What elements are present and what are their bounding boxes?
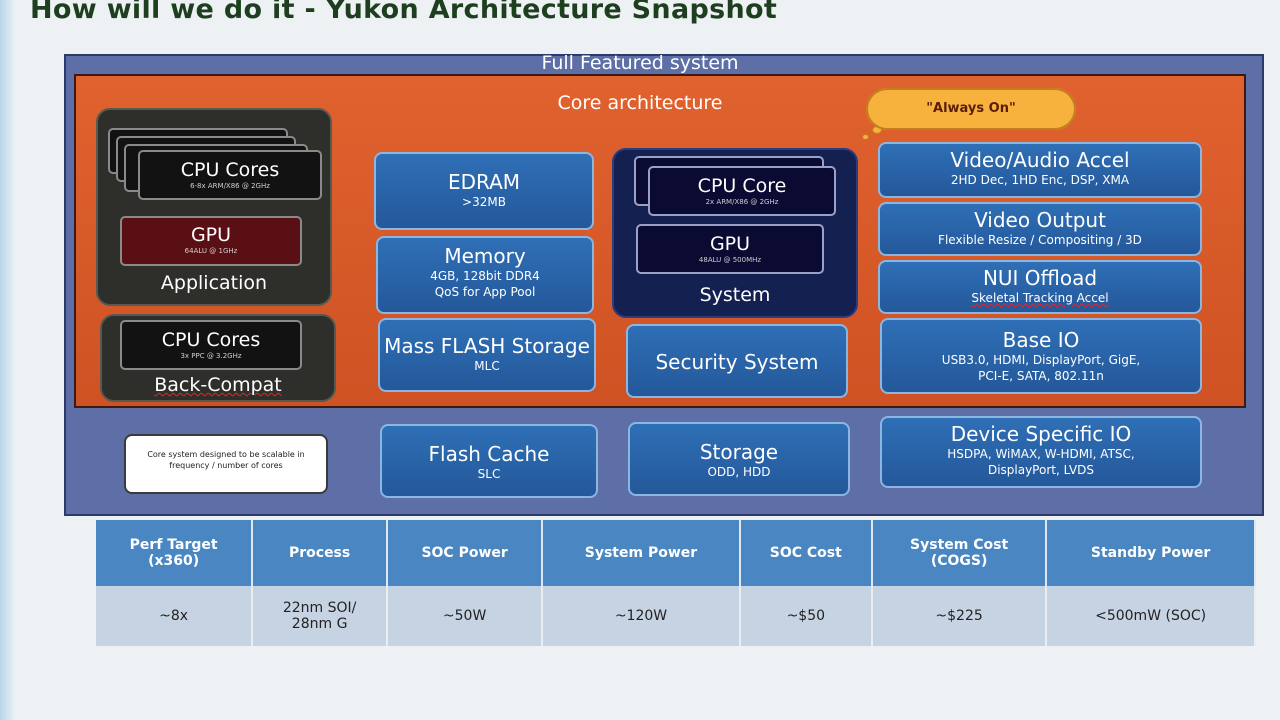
page-title: How will we do it - Yukon Architecture S… xyxy=(30,0,778,25)
back-compat-cpu-spec: 3x PPC @ 3.2GHz xyxy=(180,352,242,360)
value-system-cost: ~$225 xyxy=(871,586,1048,646)
header-process: Process xyxy=(252,520,388,586)
memory-spec-1: 4GB, 128bit DDR4 xyxy=(430,269,540,283)
application-gpu-spec: 64ALU @ 1GHz xyxy=(184,247,238,255)
nui-offload-block: NUI Offload Skeletal Tracking Accel xyxy=(878,260,1202,314)
edram-block: EDRAM >32MB xyxy=(374,152,594,230)
value-system-power: ~120W xyxy=(542,586,741,646)
system-cpu-chip: CPU Core 2x ARM/X86 @ 2GHz xyxy=(648,166,836,216)
system-cpu-title: CPU Core xyxy=(697,175,787,197)
flash-cache-spec: SLC xyxy=(477,467,501,481)
system-gpu-spec: 48ALU @ 500MHz xyxy=(698,256,762,264)
device-specific-io-block: Device Specific IO HSDPA, WiMAX, W-HDMI,… xyxy=(880,416,1202,488)
edram-title: EDRAM xyxy=(447,170,521,194)
device-specific-io-spec-2: DisplayPort, LVDS xyxy=(987,463,1095,477)
bubble-dot xyxy=(862,134,869,140)
memory-block: Memory 4GB, 128bit DDR4 QoS for App Pool xyxy=(376,236,594,314)
spec-table-header-row: Perf Target(x360) Process SOC Power Syst… xyxy=(96,520,1256,586)
spec-table-value-row: ~8x 22nm SOI/28nm G ~50W ~120W ~$50 ~$22… xyxy=(96,586,1256,646)
back-compat-label: Back-Compat xyxy=(154,374,282,396)
system-gpu-chip: GPU 48ALU @ 500MHz xyxy=(636,224,824,274)
header-system-power: System Power xyxy=(542,520,741,586)
always-on-bubble: "Always On" xyxy=(866,88,1076,130)
application-label: Application xyxy=(160,272,268,294)
mass-flash-spec: MLC xyxy=(474,359,500,373)
scalability-note: Core system designed to be scalable in f… xyxy=(124,434,328,494)
value-soc-power: ~50W xyxy=(386,586,544,646)
mass-flash-block: Mass FLASH Storage MLC xyxy=(378,318,596,392)
device-specific-io-title: Device Specific IO xyxy=(950,422,1132,446)
system-gpu-title: GPU xyxy=(709,233,751,255)
core-architecture-label: Core architecture xyxy=(557,92,723,114)
memory-spec-2: QoS for App Pool xyxy=(434,285,536,299)
header-system-cost: System Cost(COGS) xyxy=(871,520,1048,586)
flash-cache-title: Flash Cache xyxy=(428,442,550,466)
base-io-title: Base IO xyxy=(1002,328,1080,352)
storage-title: Storage xyxy=(699,440,779,464)
base-io-spec-2: PCI-E, SATA, 802.11n xyxy=(978,369,1104,383)
base-io-block: Base IO USB3.0, HDMI, DisplayPort, GigE,… xyxy=(880,318,1202,394)
value-perf-target: ~8x xyxy=(96,586,254,646)
edram-spec: >32MB xyxy=(462,195,506,209)
video-output-spec: Flexible Resize / Compositing / 3D xyxy=(938,233,1142,247)
system-label: System xyxy=(699,284,771,306)
storage-spec: ODD, HDD xyxy=(707,465,771,479)
nui-offload-spec: Skeletal Tracking Accel xyxy=(971,291,1109,305)
application-cpu-spec: 6-8x ARM/X86 @ 2GHz xyxy=(190,182,270,190)
application-gpu-chip: GPU 64ALU @ 1GHz xyxy=(120,216,302,266)
mass-flash-title: Mass FLASH Storage xyxy=(384,334,590,358)
memory-title: Memory xyxy=(444,244,526,268)
system-cpu-spec: 2x ARM/X86 @ 2GHz xyxy=(705,198,779,206)
application-gpu-title: GPU xyxy=(190,224,232,246)
security-system-block: Security System xyxy=(626,324,848,398)
back-compat-cpu-chip: CPU Cores 3x PPC @ 3.2GHz xyxy=(120,320,302,370)
security-system-title: Security System xyxy=(655,350,819,374)
header-soc-cost: SOC Cost xyxy=(739,520,873,586)
device-specific-io-spec-1: HSDPA, WiMAX, W-HDMI, ATSC, xyxy=(947,447,1135,461)
video-output-block: Video Output Flexible Resize / Compositi… xyxy=(878,202,1202,256)
header-perf-target: Perf Target(x360) xyxy=(96,520,254,586)
video-audio-accel-block: Video/Audio Accel 2HD Dec, 1HD Enc, DSP,… xyxy=(878,142,1202,198)
value-soc-cost: ~$50 xyxy=(739,586,873,646)
application-cpu-chip: CPU Cores 6-8x ARM/X86 @ 2GHz xyxy=(138,150,322,200)
header-soc-power: SOC Power xyxy=(386,520,544,586)
video-audio-accel-spec: 2HD Dec, 1HD Enc, DSP, XMA xyxy=(950,173,1130,187)
nui-offload-title: NUI Offload xyxy=(982,266,1098,290)
video-audio-accel-title: Video/Audio Accel xyxy=(950,148,1130,172)
base-io-spec-1: USB3.0, HDMI, DisplayPort, GigE, xyxy=(941,353,1141,367)
back-compat-cpu-title: CPU Cores xyxy=(161,329,261,351)
storage-block: Storage ODD, HDD xyxy=(628,422,850,496)
value-standby-power: <500mW (SOC) xyxy=(1046,586,1256,646)
value-process: 22nm SOI/28nm G xyxy=(252,586,388,646)
video-output-title: Video Output xyxy=(974,208,1106,232)
application-cpu-title: CPU Cores xyxy=(180,159,280,181)
full-featured-system-label: Full Featured system xyxy=(541,52,739,74)
header-standby-power: Standby Power xyxy=(1046,520,1256,586)
spec-table: Perf Target(x360) Process SOC Power Syst… xyxy=(96,520,1256,646)
window-edge xyxy=(0,0,14,720)
flash-cache-block: Flash Cache SLC xyxy=(380,424,598,498)
